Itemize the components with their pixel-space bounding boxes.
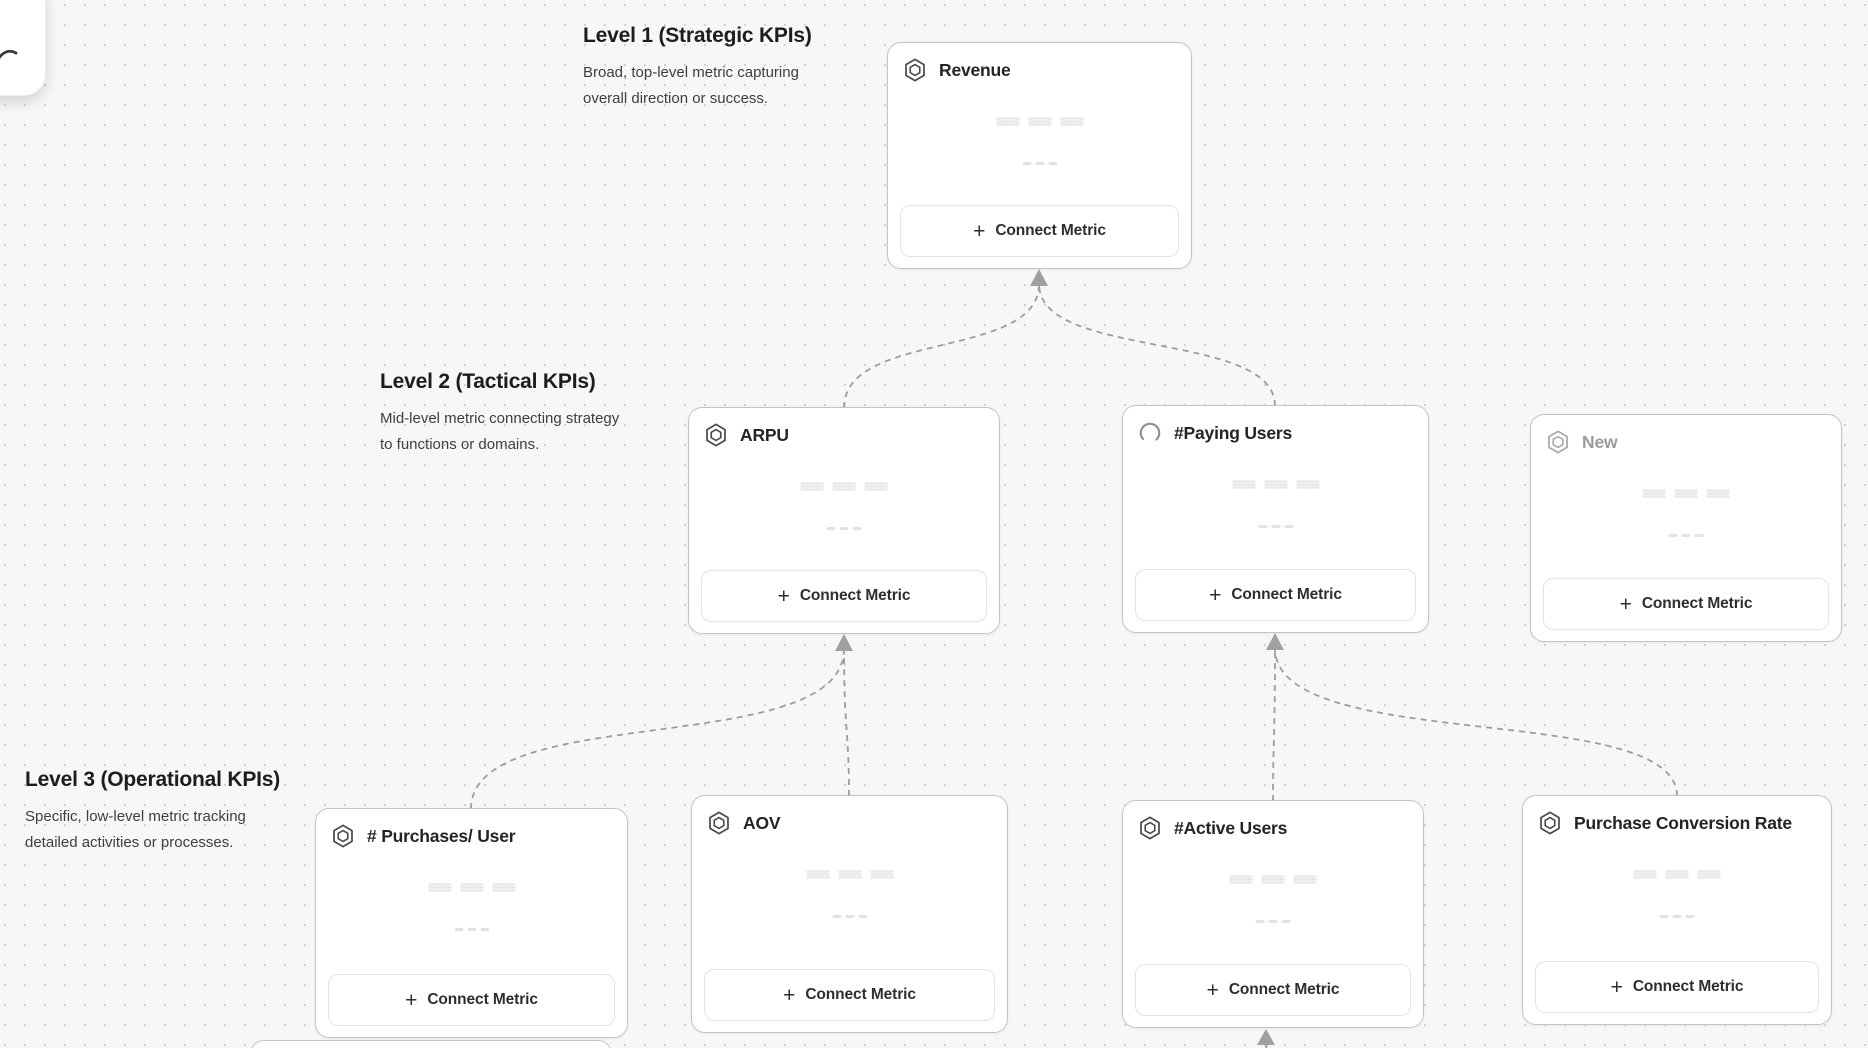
connector-offscreen-to-active-users — [1265, 1043, 1268, 1048]
connect-metric-label: Connect Metric — [1231, 586, 1342, 603]
skeleton-bars — [428, 883, 515, 892]
card-title: AOV — [743, 812, 781, 833]
plus-icon: + — [1619, 592, 1632, 616]
card-header: New — [1545, 429, 1827, 455]
hexagon-metric-icon — [706, 810, 732, 836]
connect-metric-label: Connect Metric — [995, 222, 1106, 239]
section-level-2: Level 2 (Tactical KPIs) Mid-level metric… — [380, 370, 628, 458]
metric-card-new[interactable]: New + Connect Metric — [1530, 414, 1842, 642]
connect-metric-label: Connect Metric — [1632, 978, 1744, 995]
connector-aov-to-arpu — [843, 648, 850, 797]
canvas-toolbar-widget[interactable] — [0, 0, 46, 96]
connect-metric-label: Connect Metric — [427, 991, 538, 1008]
section-level-2-description: Mid-level metric connecting strategy to … — [380, 410, 620, 453]
connector-purchases-to-arpu — [470, 648, 845, 810]
plus-icon: + — [783, 983, 796, 1007]
skeleton-bars — [806, 870, 893, 879]
metric-card-partial-offscreen[interactable] — [250, 1040, 612, 1048]
section-level-1-description: Broad, top-level metric capturing overal… — [583, 64, 799, 107]
section-level-1-title: Level 1 (Strategic KPIs) — [583, 24, 812, 47]
skeleton-bars — [800, 482, 888, 491]
card-title: #Active Users — [1174, 817, 1288, 838]
connect-metric-label: Connect Metric — [1228, 981, 1340, 998]
skeleton-bars — [1232, 480, 1319, 489]
connect-metric-label: Connect Metric — [799, 587, 911, 604]
hexagon-metric-icon — [902, 57, 928, 83]
connect-metric-button[interactable]: + Connect Metric — [701, 570, 987, 622]
arrowhead-into-arpu — [835, 634, 853, 651]
skeleton-dashes — [1022, 162, 1057, 165]
skeleton-dashes — [1258, 525, 1293, 528]
card-title: Revenue — [939, 59, 1011, 80]
hexagon-metric-icon — [330, 823, 356, 849]
connect-metric-label: Connect Metric — [1641, 595, 1753, 612]
metric-card-purchase-conversion-rate[interactable]: Purchase Conversion Rate + Connect Metri… — [1522, 795, 1832, 1025]
plus-icon: + — [973, 219, 986, 243]
hexagon-metric-icon — [1537, 810, 1563, 836]
plus-icon: + — [405, 988, 418, 1012]
card-header: #Paying Users — [1137, 420, 1414, 446]
connect-metric-label: Connect Metric — [805, 986, 916, 1003]
metric-card-purchases-per-user[interactable]: # Purchases/ User + Connect Metric — [315, 808, 628, 1038]
section-level-3-title: Level 3 (Operational KPIs) — [25, 768, 281, 791]
card-header: #Active Users — [1137, 815, 1409, 841]
connector-pcr-to-paying-users — [1274, 647, 1678, 797]
section-level-2-title: Level 2 (Tactical KPIs) — [380, 370, 596, 393]
connect-metric-button[interactable]: + Connect Metric — [704, 969, 995, 1021]
card-title: New — [1582, 431, 1618, 452]
card-header: # Purchases/ User — [330, 823, 613, 849]
skeleton-dashes — [826, 527, 862, 530]
arrowhead-into-active-users — [1257, 1029, 1275, 1045]
skeleton-dashes — [1659, 915, 1695, 918]
skeleton-bars — [1633, 870, 1721, 879]
metric-card-aov[interactable]: AOV + Connect Metric — [691, 795, 1008, 1033]
skeleton-bars — [996, 117, 1083, 126]
hexagon-metric-icon — [703, 422, 729, 448]
plus-icon: + — [777, 584, 790, 608]
hexagon-metric-icon — [1137, 815, 1163, 841]
metric-card-paying-users[interactable]: #Paying Users + Connect Metric — [1122, 405, 1429, 633]
connector-active-users-to-paying-users — [1272, 647, 1276, 802]
card-header: Purchase Conversion Rate — [1537, 810, 1817, 836]
connect-metric-button[interactable]: + Connect Metric — [1135, 964, 1411, 1016]
metric-card-arpu[interactable]: ARPU + Connect Metric — [688, 407, 1000, 634]
card-title: #Paying Users — [1174, 422, 1293, 443]
metric-card-active-users[interactable]: #Active Users + Connect Metric — [1122, 800, 1424, 1028]
card-title: Purchase Conversion Rate — [1574, 812, 1792, 833]
skeleton-dashes — [1668, 534, 1704, 537]
section-level-3: Level 3 (Operational KPIs) Specific, low… — [25, 768, 293, 856]
plus-icon: + — [1206, 978, 1219, 1002]
arrowhead-into-paying-users — [1266, 633, 1284, 650]
skeleton-dashes — [1255, 920, 1291, 923]
plus-icon: + — [1209, 583, 1222, 607]
connect-metric-button[interactable]: + Connect Metric — [1535, 961, 1819, 1013]
card-header: AOV — [706, 810, 993, 836]
card-header: Revenue — [902, 57, 1177, 83]
connect-metric-button[interactable]: + Connect Metric — [900, 205, 1179, 257]
skeleton-dashes — [454, 928, 489, 931]
skeleton-bars — [1229, 875, 1317, 884]
connector-paying-users-to-revenue — [1038, 283, 1276, 407]
connector-arpu-to-revenue — [843, 283, 1040, 409]
card-title: ARPU — [740, 424, 789, 445]
connect-metric-button[interactable]: + Connect Metric — [1543, 578, 1829, 630]
pen-cursor-icon — [0, 49, 18, 59]
hexagon-metric-icon — [1545, 429, 1571, 455]
spinner-loading-icon — [1137, 420, 1163, 446]
section-level-3-description: Specific, low-level metric tracking deta… — [25, 808, 246, 851]
metric-card-revenue[interactable]: Revenue + Connect Metric — [887, 42, 1192, 269]
skeleton-dashes — [832, 915, 867, 918]
connect-metric-button[interactable]: + Connect Metric — [1135, 569, 1416, 621]
connect-metric-button[interactable]: + Connect Metric — [328, 974, 615, 1026]
plus-icon: + — [1610, 975, 1623, 999]
skeleton-bars — [1642, 489, 1730, 498]
card-title: # Purchases/ User — [367, 825, 516, 846]
section-level-1: Level 1 (Strategic KPIs) Broad, top-leve… — [583, 24, 845, 112]
arrowhead-into-revenue — [1030, 269, 1048, 286]
card-header: ARPU — [703, 422, 985, 448]
